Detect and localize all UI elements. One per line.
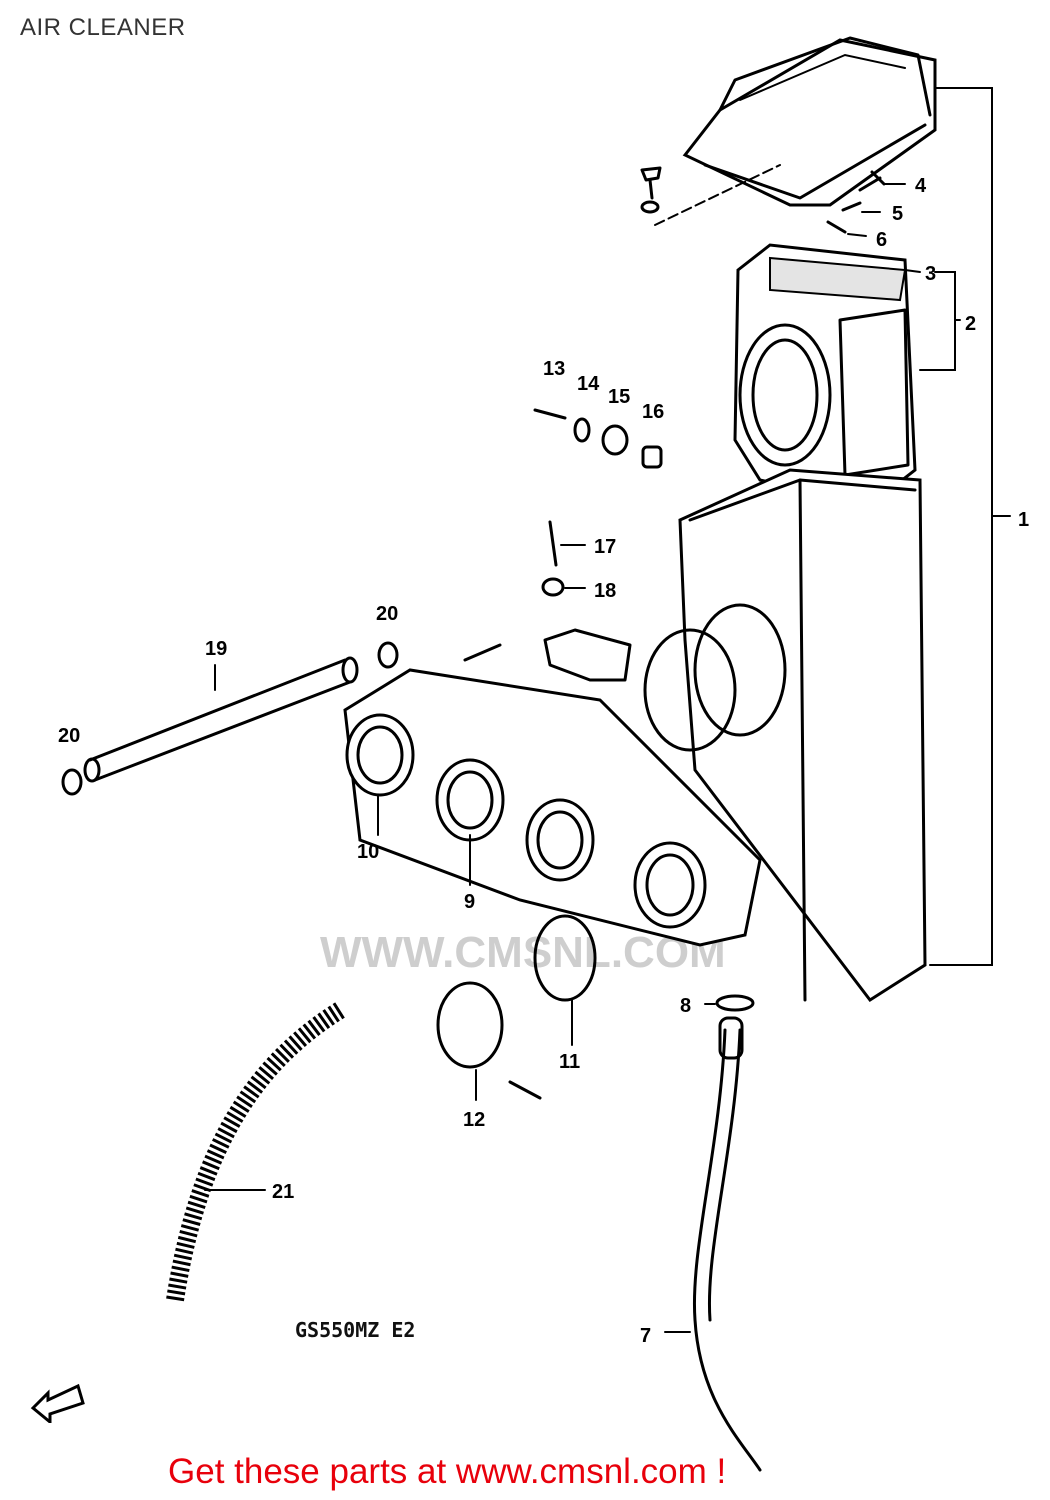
clip-6[interactable] <box>826 220 847 234</box>
callout-9: 9 <box>464 891 475 913</box>
hose-clip-20b[interactable] <box>377 641 399 669</box>
filter-element[interactable] <box>733 243 917 507</box>
callout-7: 7 <box>640 1325 651 1347</box>
callout-14: 14 <box>577 373 600 395</box>
breather-hose[interactable] <box>83 656 359 783</box>
callout-19: 19 <box>205 638 227 660</box>
callout-12: 12 <box>463 1109 485 1131</box>
clamp-11[interactable] <box>533 914 597 1002</box>
callout-4: 4 <box>915 175 927 197</box>
callout-21: 21 <box>272 1181 294 1203</box>
cap-screw[interactable] <box>640 164 781 226</box>
get-parts-link[interactable]: Get these parts at www.cmsnl.com ! <box>168 1452 727 1491</box>
watermark: WWW.CMSNL.COM <box>320 928 726 977</box>
bolt-17[interactable] <box>548 520 558 567</box>
callout-8: 8 <box>680 995 691 1017</box>
callout-20-upper: 20 <box>376 603 398 625</box>
air-cleaner-cap[interactable] <box>682 36 937 207</box>
collar-16[interactable] <box>641 445 663 469</box>
drain-hose[interactable] <box>692 1016 762 1472</box>
callout-17: 17 <box>594 536 616 558</box>
intake-chamber[interactable] <box>343 668 762 947</box>
callout-15: 15 <box>608 386 630 408</box>
bolt-13[interactable] <box>533 408 567 420</box>
callout-18: 18 <box>594 580 616 602</box>
clamp-12[interactable] <box>436 981 542 1100</box>
washer-14[interactable] <box>573 417 591 443</box>
hose-clip-8[interactable] <box>715 994 755 1012</box>
model-code-label: GS550MZ E2 <box>295 1318 416 1342</box>
spring-guard[interactable] <box>166 1002 345 1302</box>
callout-1: 1 <box>1018 509 1029 531</box>
callout-5: 5 <box>892 203 903 225</box>
callout-6: 6 <box>876 229 887 251</box>
callout-10: 10 <box>357 841 379 863</box>
callout-2: 2 <box>965 313 976 335</box>
callout-11: 11 <box>559 1051 580 1073</box>
callout-20-lower: 20 <box>58 725 80 747</box>
callout-3: 3 <box>925 263 936 285</box>
grommet-15[interactable] <box>601 424 629 456</box>
mounting-bracket[interactable] <box>463 628 632 682</box>
air-cleaner-box[interactable] <box>678 468 927 1003</box>
callout-16: 16 <box>642 401 664 423</box>
bolt-4[interactable] <box>858 170 886 192</box>
washer-18[interactable] <box>541 577 565 597</box>
washer-5[interactable] <box>841 201 862 212</box>
forward-arrow-icon <box>30 1383 85 1423</box>
connector-ring[interactable] <box>643 628 737 752</box>
callout-13: 13 <box>543 358 565 380</box>
page-title: AIR CLEANER <box>20 14 186 41</box>
hose-clip-20a[interactable] <box>61 768 83 796</box>
